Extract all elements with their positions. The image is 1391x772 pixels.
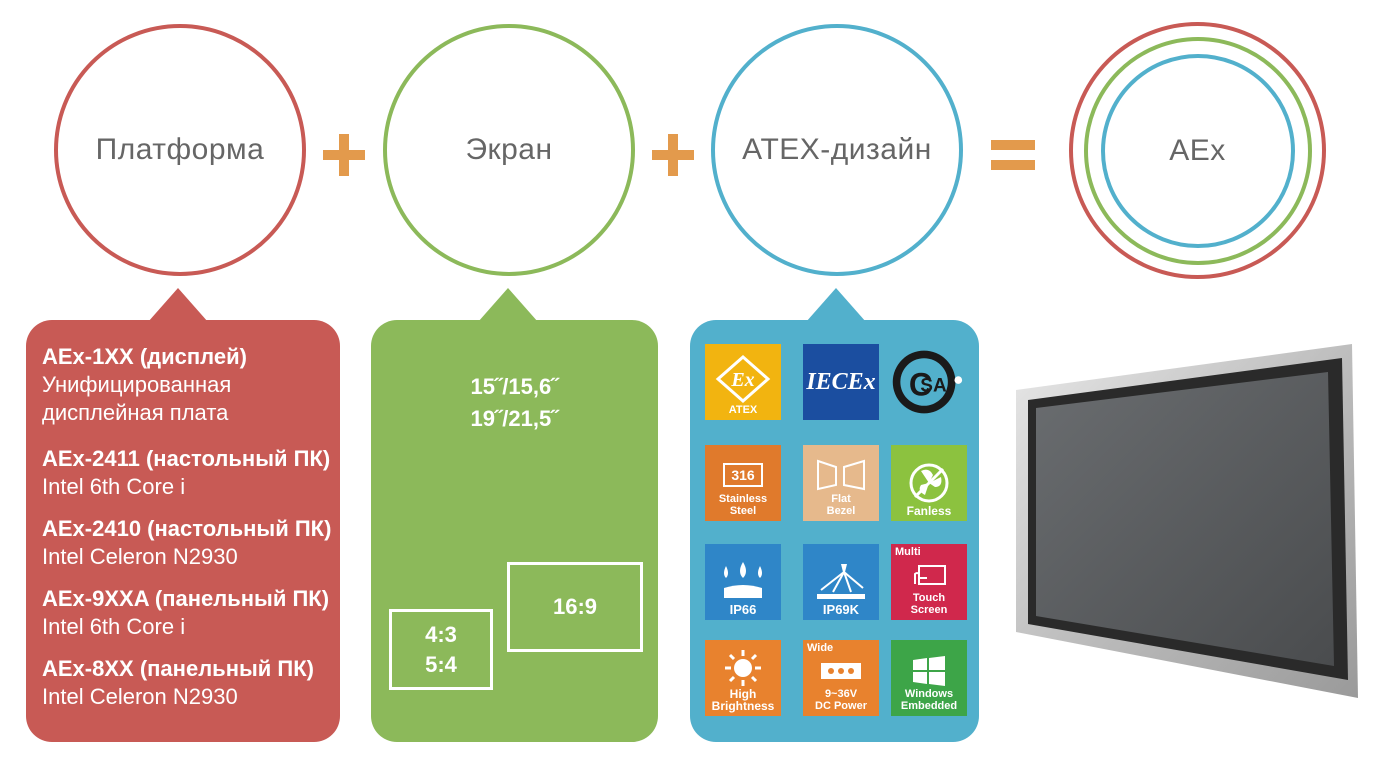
dc-power-tile: Wide 9~36V DC Power xyxy=(803,640,879,716)
equals-operator xyxy=(991,136,1035,174)
tile-label: ATEX xyxy=(728,404,758,416)
atex-ex-icon: Ex xyxy=(715,355,771,403)
multi-touch-tile: Multi Touch Screen xyxy=(891,544,967,620)
ratio-label: 16:9 xyxy=(552,594,598,619)
product-desc: Унифицированная xyxy=(42,372,232,397)
product-title: AEx-1XX (дисплей) xyxy=(42,344,247,369)
platform-circle-label: Платформа xyxy=(95,133,265,166)
tile-label: Stainless xyxy=(718,493,768,505)
csa-tile: C SA xyxy=(888,344,964,420)
flat-bezel-tile: Flat Bezel xyxy=(803,445,879,521)
screen-panel xyxy=(371,320,658,742)
tile-label: Flat xyxy=(831,493,851,505)
plus-operator-2 xyxy=(652,134,694,176)
flat-bezel-icon xyxy=(817,459,865,491)
tile-label: Multi xyxy=(895,546,921,558)
tile-label: Steel xyxy=(729,505,757,517)
screen-sizes: 15˝/15,6˝ 19˝/21,5˝ xyxy=(371,371,658,435)
screen-size-line: 19˝/21,5˝ xyxy=(470,406,559,431)
csa-text: SA xyxy=(920,376,947,397)
iecex-tile: IECEx xyxy=(803,344,879,420)
product-desc: Intel 6th Core i xyxy=(42,474,186,499)
water-jet-icon xyxy=(817,564,865,599)
screen-panel-pointer xyxy=(478,288,538,322)
high-brightness-tile: High Brightness xyxy=(705,640,781,716)
tile-label: Bezel xyxy=(826,505,856,517)
tile-label: Windows xyxy=(904,688,954,700)
tile-label: High xyxy=(729,687,757,701)
product-desc: Intel Celeron N2930 xyxy=(42,684,238,709)
tile-label: IP69K xyxy=(822,602,860,617)
tile-label: Wide xyxy=(807,642,834,654)
csa-logo-icon: C SA xyxy=(892,350,963,414)
product-title: AEx-9XXA (панельный ПК) xyxy=(42,586,330,611)
ratio-label: 5:4 xyxy=(425,651,457,677)
product-aex-2411: AEx-2411 (настольный ПК) Intel 6th Core … xyxy=(42,445,330,501)
product-aex-1xx: AEx-1XX (дисплей) Унифицированная диспле… xyxy=(42,343,247,427)
plus-operator-1 xyxy=(323,134,365,176)
ratio-label: 4:3 xyxy=(425,621,457,647)
stainless-steel-tile: 316 Stainless Steel xyxy=(705,445,781,521)
product-aex-9xxa: AEx-9XXA (панельный ПК) Intel 6th Core i xyxy=(42,585,329,641)
platform-panel xyxy=(26,320,340,742)
tile-label: Screen xyxy=(910,604,948,616)
tile-label: IP66 xyxy=(729,602,757,617)
product-aex-8xx: AEx-8XX (панельный ПК) Intel Celeron N29… xyxy=(42,655,314,711)
atex-design-circle-label: ATEX-дизайн xyxy=(742,133,932,166)
touch-screen-icon xyxy=(914,565,946,585)
svg-text:C: C xyxy=(909,366,932,402)
svg-text:Ex: Ex xyxy=(730,369,754,391)
product-title: AEx-2410 (настольный ПК) xyxy=(42,516,332,541)
ip69k-tile: IP69K xyxy=(803,544,879,620)
tile-label: DC Power xyxy=(815,700,867,712)
tile-label: Fanless xyxy=(906,504,952,518)
fan-icon xyxy=(909,463,949,503)
fanless-tile: Fanless xyxy=(891,445,967,521)
stainless-steel-icon: 316 xyxy=(723,463,763,487)
product-title: AEx-2411 (настольный ПК) xyxy=(42,446,331,471)
ip66-tile: IP66 xyxy=(705,544,781,620)
panel-pc-image xyxy=(1012,340,1362,702)
product-desc: Intel 6th Core i xyxy=(42,614,186,639)
windows-embedded-tile: Windows Embedded xyxy=(891,640,967,716)
screen-size-line: 15˝/15,6˝ xyxy=(470,374,559,399)
tile-label: Brightness xyxy=(711,699,775,713)
aex-circle-label: AEx xyxy=(1169,133,1226,167)
screen-circle: Экран xyxy=(383,24,635,276)
product-desc: дисплейная плата xyxy=(42,400,229,425)
dc-connector-icon xyxy=(821,663,861,679)
ratio-4-3-5-4-box: 4:3 5:4 xyxy=(389,609,493,690)
iecex-logo-icon: IECEx xyxy=(806,368,876,395)
sun-icon xyxy=(725,650,761,686)
aex-result-circle: AEx xyxy=(1069,22,1326,279)
atex-design-circle: ATEX-дизайн xyxy=(711,24,963,276)
platform-panel-pointer xyxy=(148,288,208,322)
platform-circle: Платформа xyxy=(54,24,306,276)
windows-logo-icon xyxy=(913,656,945,686)
atex-certification-tile: Ex ATEX xyxy=(705,344,781,420)
screen-circle-label: Экран xyxy=(465,133,553,166)
product-aex-2410: AEx-2410 (настольный ПК) Intel Celeron N… xyxy=(42,515,331,571)
product-desc: Intel Celeron N2930 xyxy=(42,544,238,569)
tile-label: 316 xyxy=(731,467,755,483)
product-title: AEx-8XX (панельный ПК) xyxy=(42,656,314,681)
tile-label: 9~36V xyxy=(824,688,858,700)
tile-label: Embedded xyxy=(900,700,958,712)
atex-panel-pointer xyxy=(806,288,866,322)
ratio-16-9-box: 16:9 xyxy=(507,562,643,652)
tile-label: Touch xyxy=(912,592,946,604)
water-drops-icon xyxy=(724,562,762,598)
